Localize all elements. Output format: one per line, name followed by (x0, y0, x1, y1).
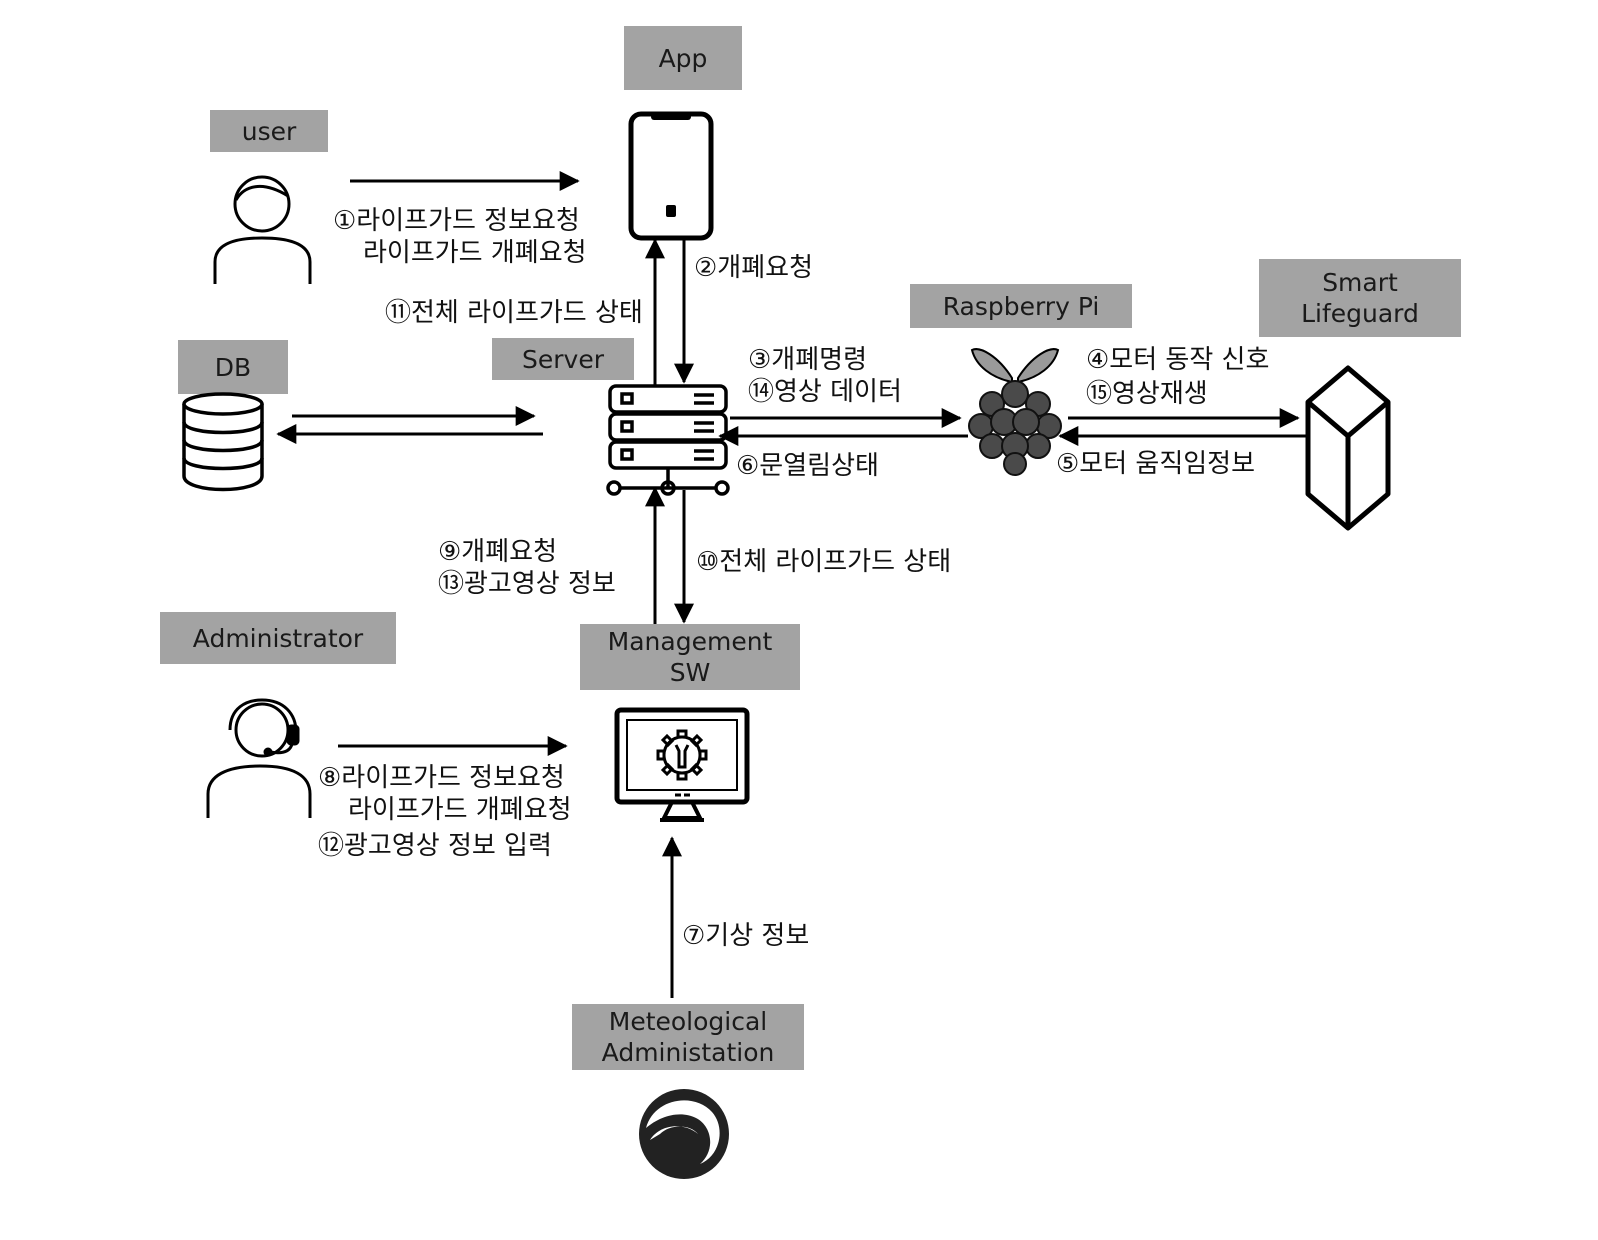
raspberry-pi-icon (968, 348, 1062, 476)
flow-label-5: ⑤모터 움직임정보 (1056, 449, 1256, 479)
flow-label-13: ⑬광고영상 정보 (438, 569, 616, 599)
flow-label-8a: ⑧라이프가드 정보요청 (318, 763, 565, 793)
server-node: Server (492, 338, 634, 380)
kma-logo-icon (639, 1089, 729, 1179)
app-node: App (624, 26, 742, 90)
flow-label-1b: 라이프가드 개폐요청 (363, 238, 587, 268)
flow-label-3: ③개폐명령 (748, 345, 867, 375)
flow-label-12: ⑫광고영상 정보 입력 (318, 831, 552, 861)
headset-user-icon (206, 698, 312, 818)
administrator-node: Administrator (160, 612, 396, 664)
flow-label-7: ⑦기상 정보 (682, 921, 810, 951)
flow-label-14: ⑭영상 데이터 (748, 377, 902, 407)
flow-label-10: ⑩전체 라이프가드 상태 (696, 547, 952, 577)
flow-label-4: ④모터 동작 신호 (1086, 345, 1270, 375)
flow-label-8b: 라이프가드 개폐요청 (348, 795, 572, 825)
flow-label-2: ②개폐요청 (694, 253, 813, 283)
management-sw-node: Management SW (580, 624, 800, 690)
user-icon (213, 175, 312, 284)
monitor-gear-icon (614, 707, 750, 822)
flow-label-15: ⑮영상재생 (1086, 379, 1208, 409)
flow-label-6: ⑥문열림상태 (736, 451, 879, 481)
raspberry-pi-node: Raspberry Pi (910, 284, 1132, 328)
database-icon (182, 392, 264, 492)
flow-label-1a: ①라이프가드 정보요청 (333, 206, 580, 236)
cube-icon (1305, 365, 1391, 531)
flow-label-9: ⑨개폐요청 (438, 537, 557, 567)
flow-label-11: ⑪전체 라이프가드 상태 (385, 298, 643, 328)
smart-lifeguard-node: Smart Lifeguard (1259, 259, 1461, 337)
db-node: DB (178, 340, 288, 394)
meteological-administation-node: Meteological Administation (572, 1004, 804, 1070)
server-icon (606, 384, 730, 496)
user-node: user (210, 110, 328, 152)
phone-icon (628, 111, 714, 241)
